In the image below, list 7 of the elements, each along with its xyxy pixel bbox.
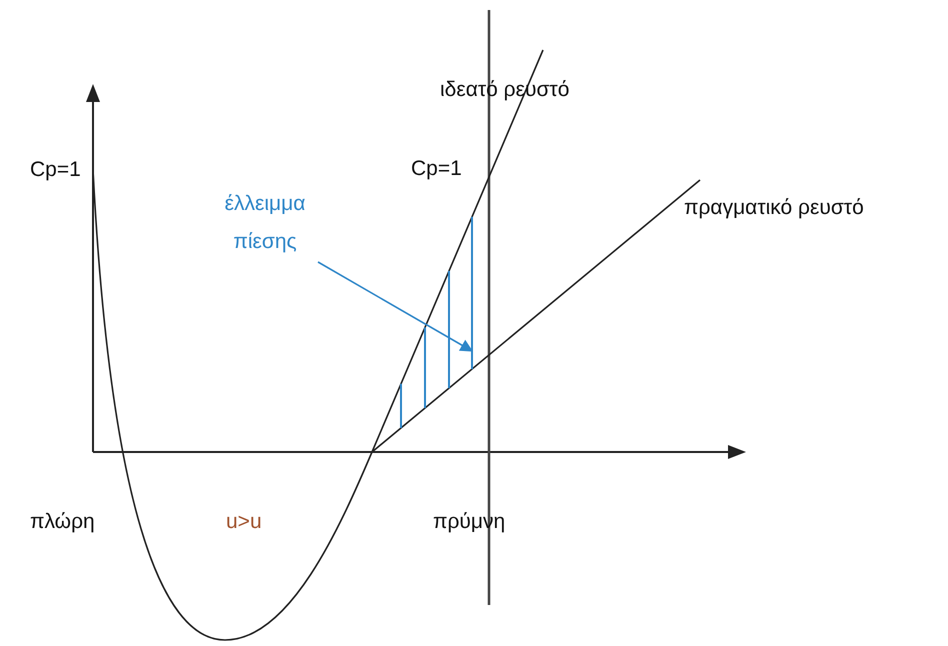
axis-label: u>u (226, 509, 262, 535)
axis-label: Cp=1 (411, 156, 462, 182)
axis-label: πλώρη (30, 509, 95, 535)
leader-arrow (318, 261, 474, 352)
axis-label: Cp=1 (30, 157, 81, 183)
annotation-text: έλλειμμα πίεσης (224, 191, 306, 255)
axis-label: πραγματικό ρευστό (684, 195, 864, 221)
